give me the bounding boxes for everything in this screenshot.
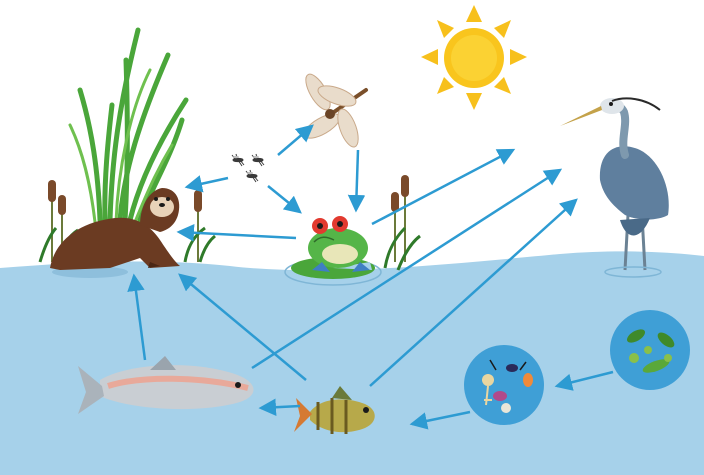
- cattail-icon: [385, 175, 420, 270]
- arrow-dragonfly-to-frog: [356, 150, 358, 210]
- heron-icon: [560, 98, 669, 277]
- arrow-mosquitoes-to-dragonfly: [278, 126, 312, 155]
- mosquito-icon: [232, 154, 264, 182]
- sun-icon: [421, 5, 527, 110]
- dragonfly-icon: [301, 71, 366, 150]
- zooplankton-icon: [464, 345, 544, 425]
- arrow-mosquitoes-to-otter: [187, 178, 228, 187]
- phytoplankton-icon: [610, 310, 690, 390]
- arrow-mosquitoes-to-frog: [268, 186, 300, 212]
- otter-icon: [50, 188, 180, 278]
- water: [0, 251, 704, 475]
